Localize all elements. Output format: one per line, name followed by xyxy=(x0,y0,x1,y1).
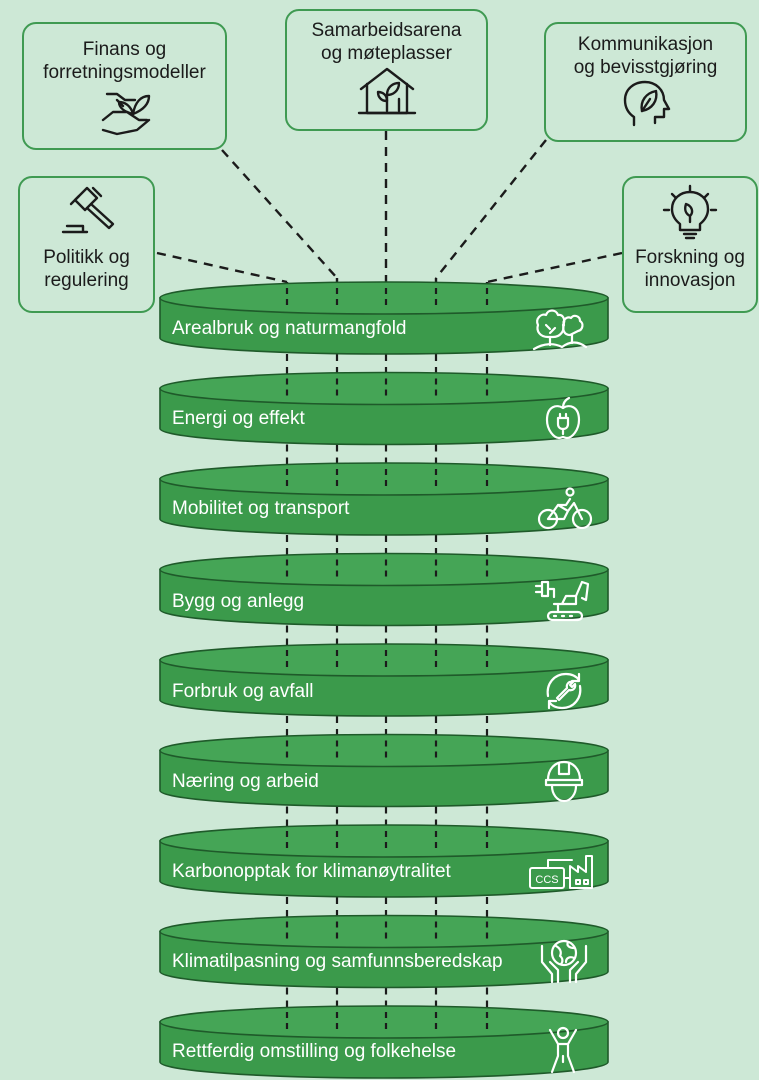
enabler-box-finans: Finans og forretningsmodeller xyxy=(22,22,227,150)
layer-cylinder-top-6 xyxy=(159,824,609,858)
enabler-label-kommunikasjon: Kommunikasjon og bevisstgjøring xyxy=(573,34,718,78)
enabler-connector-finans xyxy=(156,251,288,284)
ccs-icon-text: CCS xyxy=(535,874,558,886)
enabler-label-politikk: Politikk og regulering xyxy=(43,247,130,291)
trees-landscape-icon xyxy=(532,309,588,351)
hands-globe-icon xyxy=(540,939,588,984)
layer-label-karbon: Karbonopptak for klimanøytralitet xyxy=(172,861,451,882)
head-leaf-icon xyxy=(623,80,670,127)
layer-label-naering: Næring og arbeid xyxy=(172,771,319,792)
enabler-box-politikk: Politikk og regulering xyxy=(18,176,155,313)
gavel-icon xyxy=(61,186,114,234)
enabler-box-samarbeid: Samarbeidsarena og møteplasser xyxy=(285,9,488,131)
house-leaf-icon xyxy=(357,67,416,115)
cyclist-icon xyxy=(537,487,593,530)
apple-plug-icon xyxy=(545,396,581,440)
layer-stack xyxy=(159,281,609,1079)
hand-plant-icon xyxy=(101,92,150,136)
layer-cylinder-top-3 xyxy=(159,552,609,587)
ccs-factory-icon: CCS xyxy=(529,855,593,889)
layer-label-klima: Klimatilpasning og samfunnsberedskap xyxy=(172,951,503,972)
layer-label-mobilitet: Mobilitet og transport xyxy=(172,498,350,519)
layer-label-rettferdig: Rettferdig omstilling og folkehelse xyxy=(172,1041,457,1062)
layer-cylinder-top-0 xyxy=(159,281,609,315)
layer-cylinder-top-5 xyxy=(159,733,609,768)
excavator-plug-icon xyxy=(534,580,590,622)
enabler-label-forskning: Forskning og innovasjon xyxy=(635,247,745,291)
enabler-connector-politikk xyxy=(435,139,547,279)
layer-cylinder-top-8 xyxy=(159,1005,609,1039)
layer-label-bygg: Bygg og anlegg xyxy=(172,591,305,612)
hard-hat-icon xyxy=(544,760,584,803)
layer-label-forbruk: Forbruk og avfall xyxy=(172,681,314,702)
person-cheering-icon xyxy=(548,1026,578,1074)
lightbulb-leaf-icon xyxy=(662,184,718,240)
layer-label-energi: Energi og effekt xyxy=(172,408,305,429)
layer-cylinder-top-2 xyxy=(159,462,609,496)
enabler-label-finans: Finans og forretningsmodeller xyxy=(43,39,206,83)
enabler-label-samarbeid: Samarbeidsarena og møteplasser xyxy=(311,20,462,64)
enabler-connector-samarbeid xyxy=(221,149,338,279)
layer-cylinder-top-4 xyxy=(159,643,609,677)
enabler-box-forskning: Forskning og innovasjon xyxy=(622,176,758,313)
layer-cylinder-top-1 xyxy=(159,371,609,406)
layer-label-arealbruk: Arealbruk og naturmangfold xyxy=(172,318,407,339)
layer-cylinder-top-7 xyxy=(159,914,609,949)
enabler-connector-forskning xyxy=(486,251,623,284)
recycle-wrench-icon xyxy=(546,672,582,710)
enabler-box-kommunikasjon: Kommunikasjon og bevisstgjøring xyxy=(544,22,747,142)
